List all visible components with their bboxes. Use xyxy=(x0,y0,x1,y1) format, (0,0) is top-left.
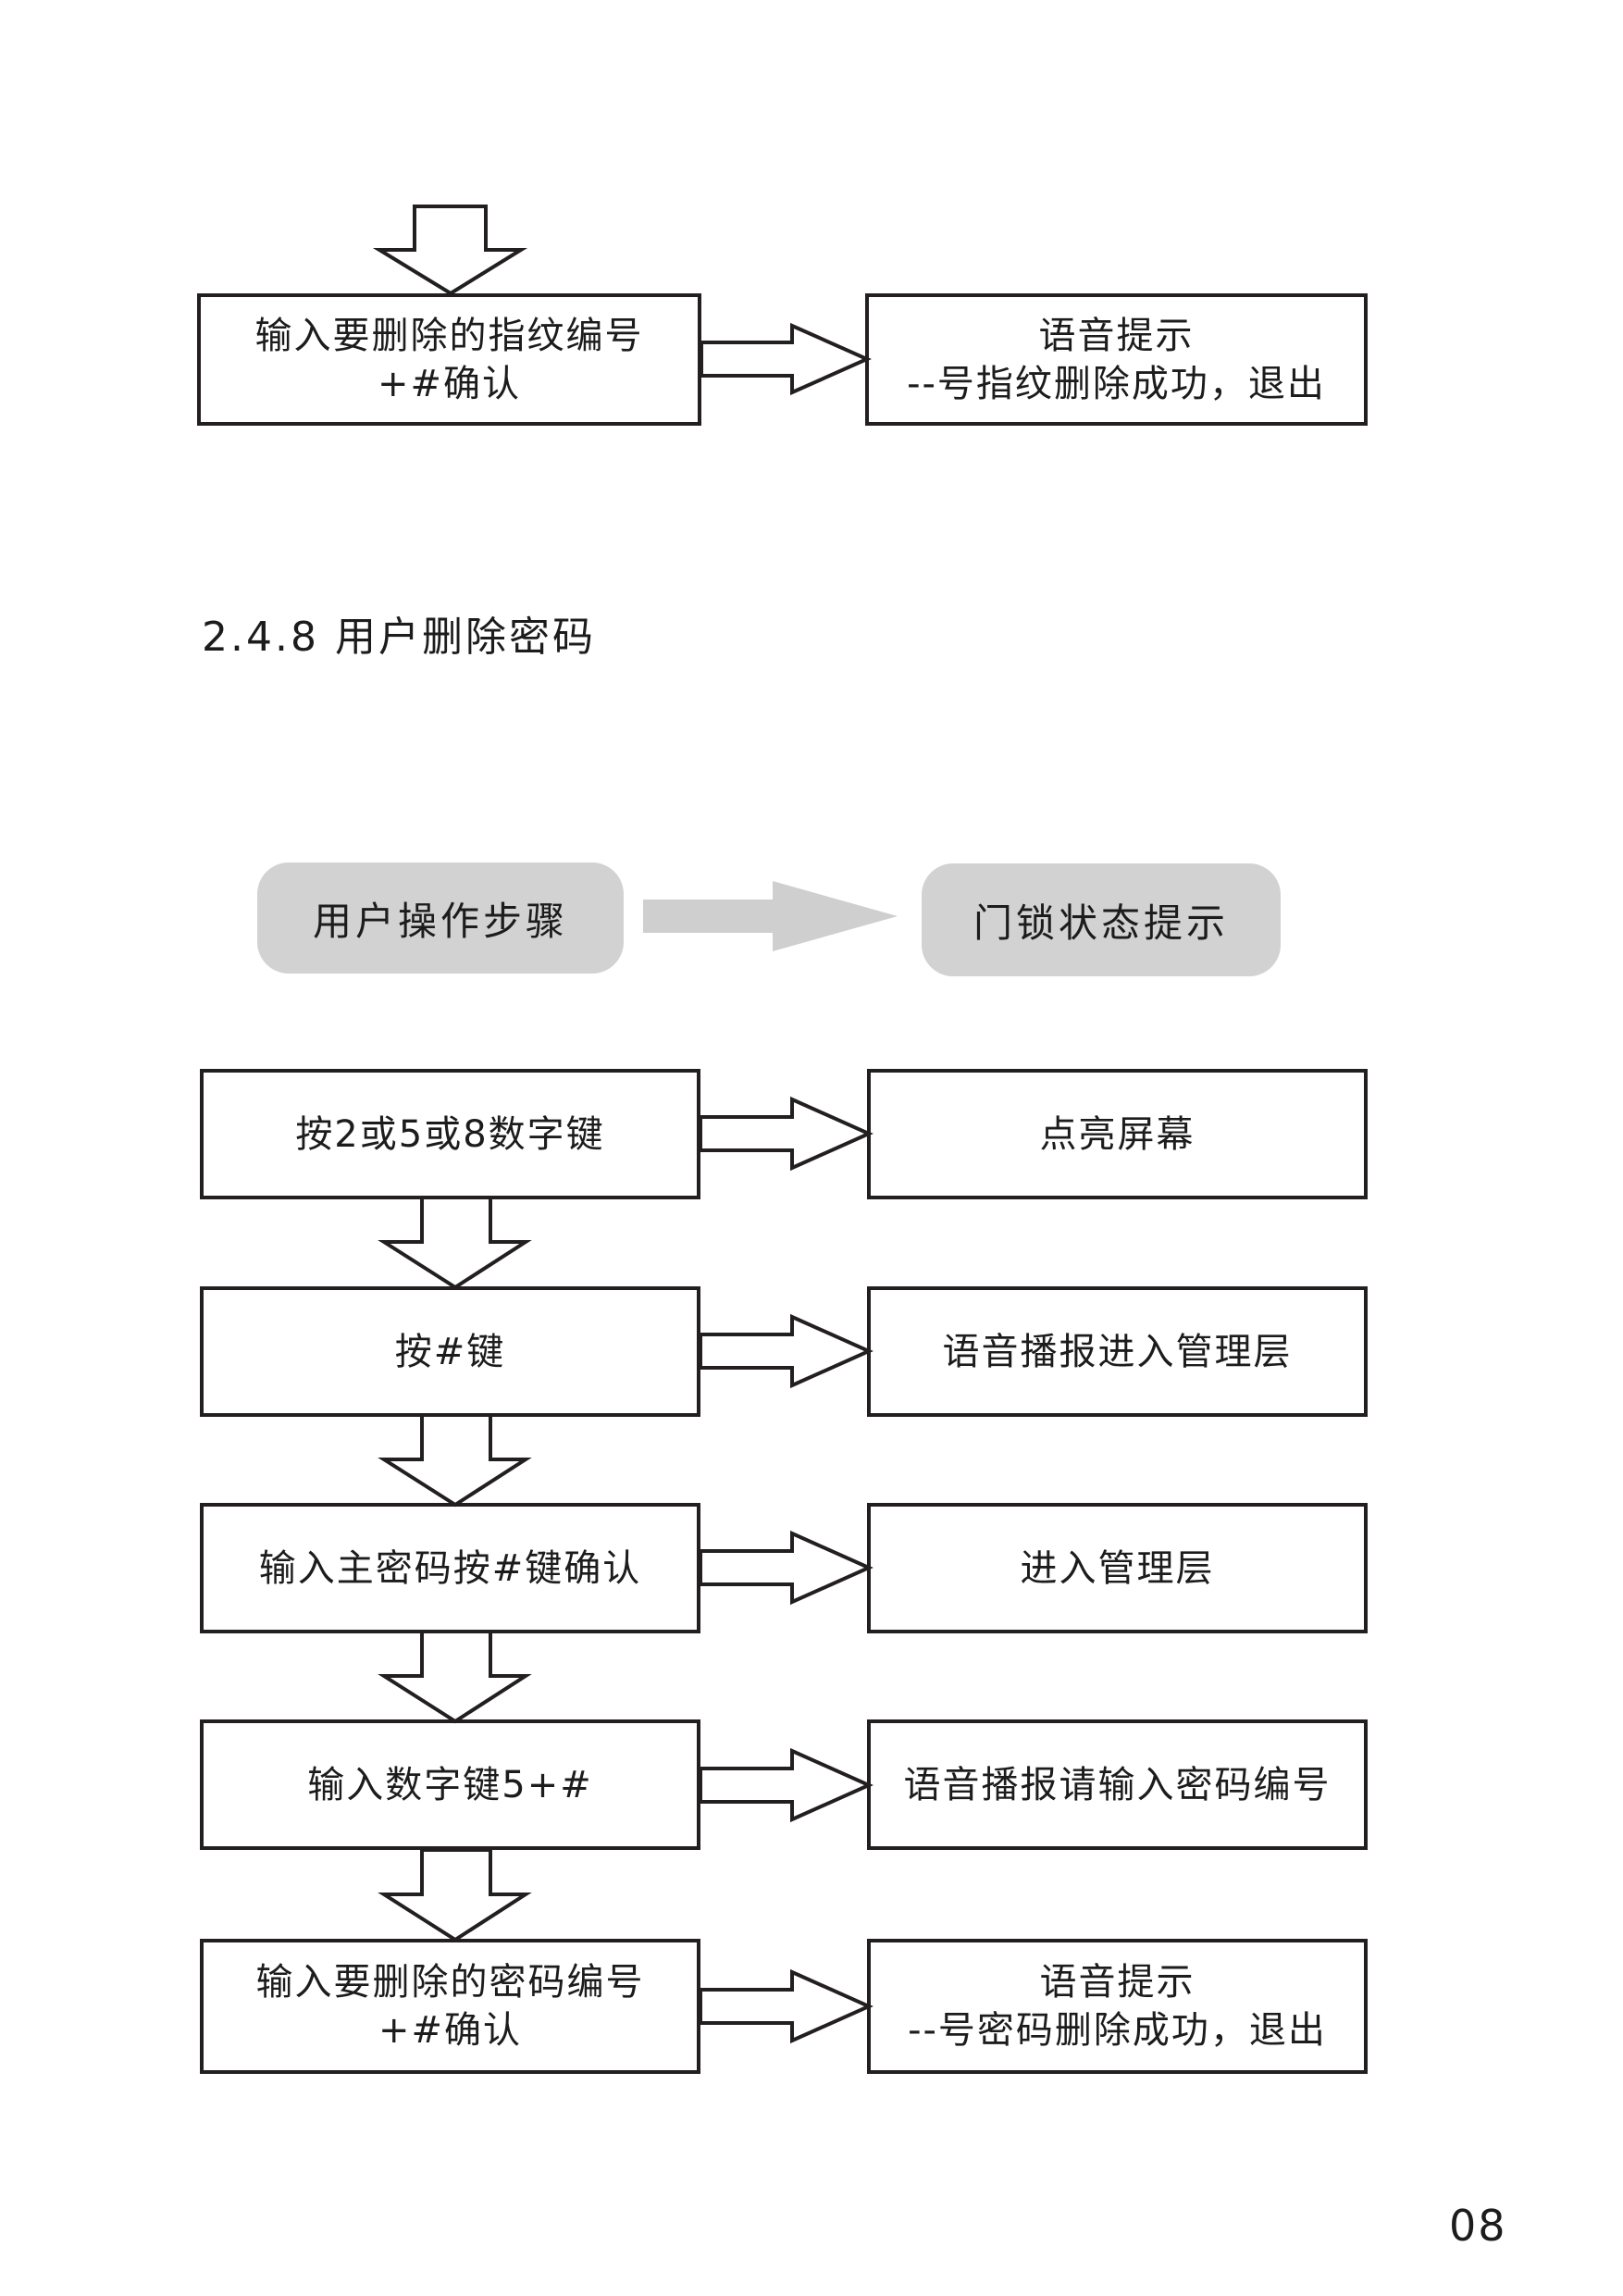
down-arrow-icon xyxy=(378,1630,532,1724)
result-box-2: 语音播报进入管理层 xyxy=(867,1286,1368,1417)
step-box-2: 按#键 xyxy=(200,1286,700,1417)
step-2-label: 按#键 xyxy=(394,1330,506,1373)
down-arrow-icon xyxy=(378,1196,532,1290)
result-box-1: 点亮屏幕 xyxy=(867,1069,1368,1199)
top-step-box: 输入要删除的指纹编号 +#确认 xyxy=(197,293,701,426)
legend-arrow-icon xyxy=(643,881,898,951)
step-box-1: 按2或5或8数字键 xyxy=(200,1069,700,1199)
right-arrow-icon xyxy=(699,1530,873,1606)
right-arrow-icon xyxy=(700,322,872,396)
down-arrow-icon xyxy=(378,1848,532,1942)
legend-user-steps: 用户操作步骤 xyxy=(257,863,624,974)
result-5-line2: --号密码删除成功，退出 xyxy=(908,2009,1327,2052)
result-box-5: 语音提示 --号密码删除成功，退出 xyxy=(867,1939,1368,2074)
legend-lock-status: 门锁状态提示 xyxy=(922,863,1281,976)
top-result-line2: --号指纹删除成功，退出 xyxy=(907,362,1326,405)
step-5-line2: +#确认 xyxy=(378,2009,523,2052)
step-4-label: 输入数字键5+# xyxy=(307,1763,593,1806)
top-step-line2: +#确认 xyxy=(377,362,522,405)
step-3-label: 输入主密码按#键确认 xyxy=(258,1546,642,1590)
step-box-3: 输入主密码按#键确认 xyxy=(200,1503,700,1633)
step-5-line1: 输入要删除的密码编号 xyxy=(255,1961,645,2004)
step-box-5: 输入要删除的密码编号 +#确认 xyxy=(200,1939,700,2074)
result-3-label: 进入管理层 xyxy=(1020,1546,1215,1590)
down-arrow-icon xyxy=(372,205,528,296)
step-1-label: 按2或5或8数字键 xyxy=(295,1112,605,1156)
top-step-line1: 输入要删除的指纹编号 xyxy=(254,314,644,357)
result-2-label: 语音播报进入管理层 xyxy=(942,1330,1293,1373)
right-arrow-icon xyxy=(699,1968,873,2044)
result-box-4: 语音播报请输入密码编号 xyxy=(867,1719,1368,1850)
result-5-line1: 语音提示 xyxy=(1039,1961,1196,2004)
down-arrow-icon xyxy=(378,1413,532,1508)
top-result-box: 语音提示 --号指纹删除成功，退出 xyxy=(865,293,1368,426)
result-4-label: 语音播报请输入密码编号 xyxy=(903,1763,1332,1806)
result-box-3: 进入管理层 xyxy=(867,1503,1368,1633)
right-arrow-icon xyxy=(699,1096,873,1172)
section-heading: 2.4.8 用户删除密码 xyxy=(202,614,596,661)
page-number: 08 xyxy=(1449,2201,1507,2251)
result-1-label: 点亮屏幕 xyxy=(1039,1112,1196,1156)
right-arrow-icon xyxy=(699,1313,873,1389)
step-box-4: 输入数字键5+# xyxy=(200,1719,700,1850)
right-arrow-icon xyxy=(699,1747,873,1823)
top-result-line1: 语音提示 xyxy=(1038,314,1195,357)
